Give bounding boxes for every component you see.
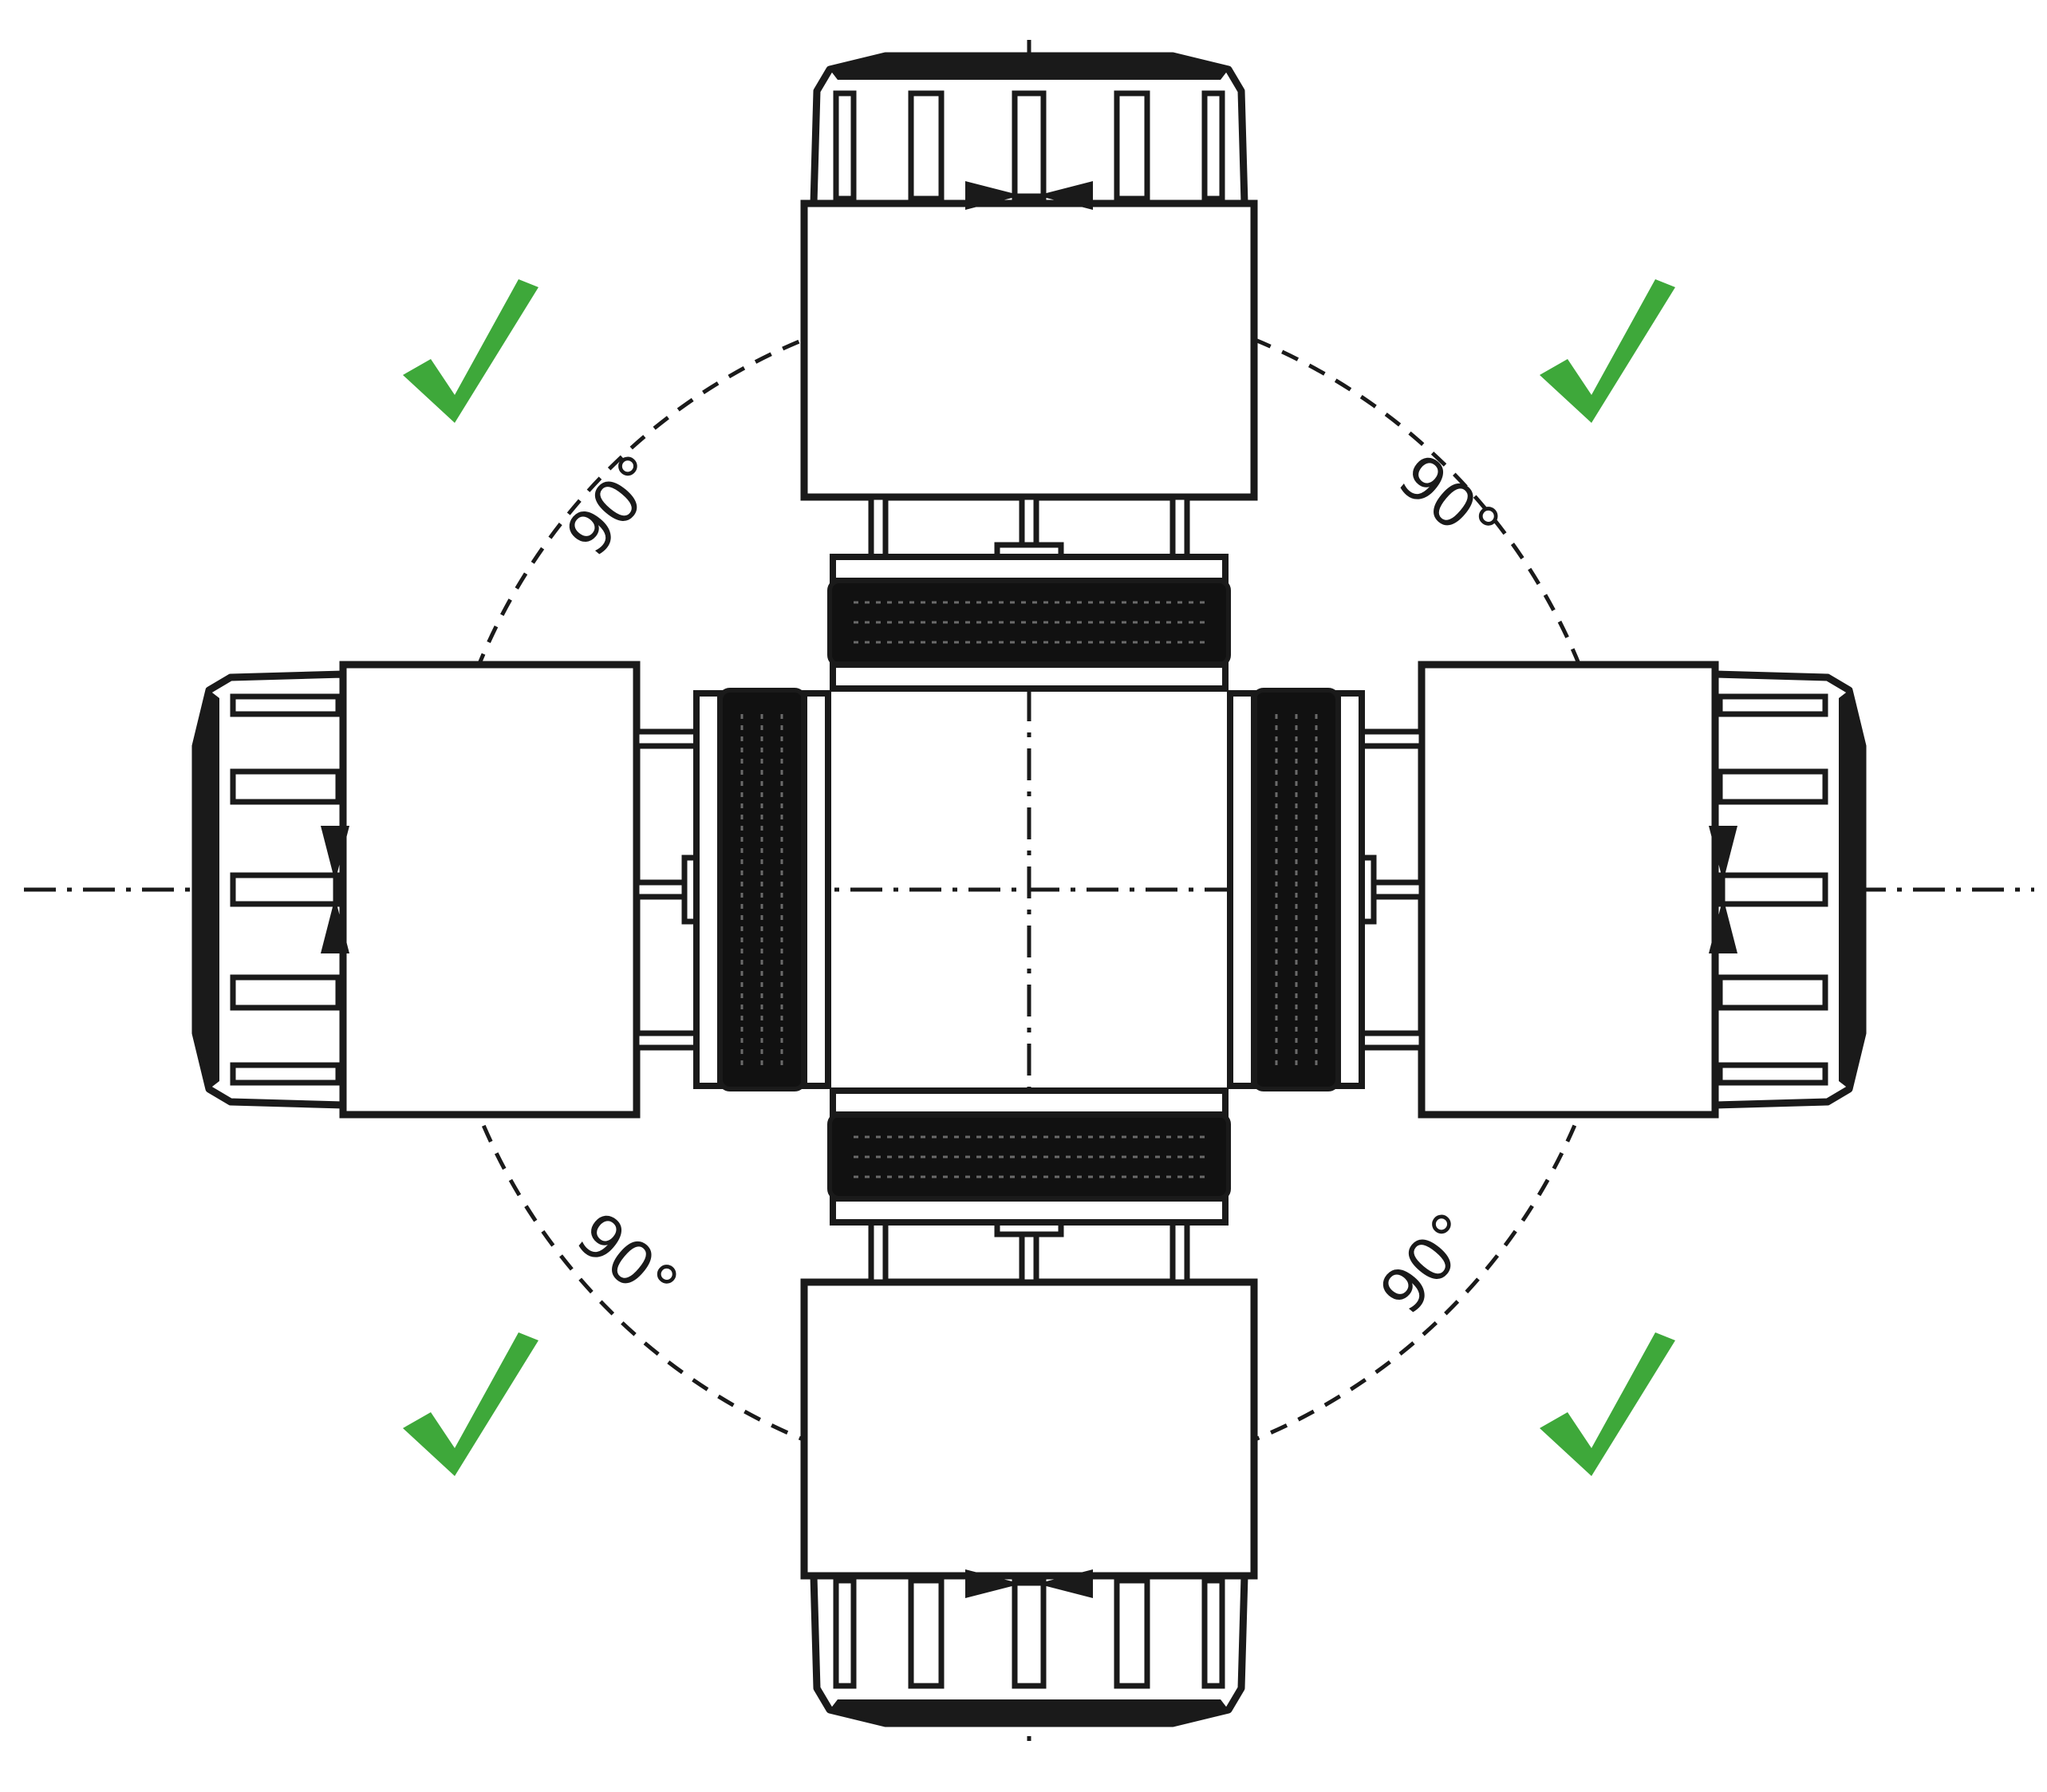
angle-label-bottom-left: 90° [564,1198,692,1322]
angle-label-top-left: 90° [552,441,676,569]
actuator-left [195,665,828,1115]
thermostatic-actuator-icon [195,665,828,1115]
check-icon [1540,1332,1675,1476]
actuator-bottom [804,1091,1254,1723]
actuator-right [1230,665,1863,1115]
angle-label-bottom-right: 90° [1366,1199,1489,1327]
thermostatic-actuator-icon [1230,665,1863,1115]
thermostatic-actuator-icon [804,56,1254,689]
check-icon [403,279,538,423]
check-icon [1540,279,1675,423]
check-icon [403,1332,538,1476]
thermostatic-actuator-icon [804,1091,1254,1723]
actuator-top [804,56,1254,689]
angle-label-top-right: 90° [1386,440,1513,564]
